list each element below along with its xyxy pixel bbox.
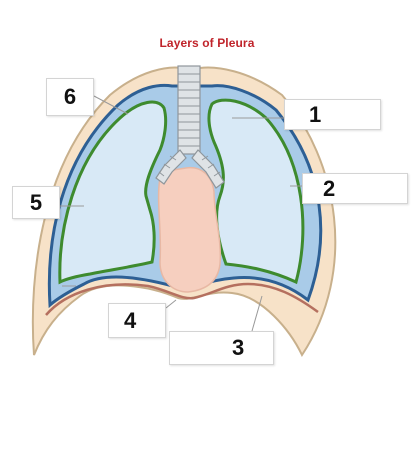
label-box-4[interactable]: 4 [108, 303, 166, 338]
left-bronchus [155, 149, 187, 185]
diaphragm [45, 282, 319, 316]
label-box-5[interactable]: 5 [12, 186, 60, 219]
trachea [177, 65, 201, 155]
label-text-2: 2 [323, 175, 336, 201]
right-bronchus [191, 149, 225, 189]
label-box-2[interactable]: 2 [302, 173, 408, 204]
leader-line-4 [165, 299, 177, 309]
label-box-6[interactable]: 6 [46, 78, 94, 116]
label-text-1: 1 [309, 101, 322, 127]
label-text-3: 3 [232, 335, 245, 360]
mediastinum [157, 166, 222, 293]
label-box-1[interactable]: 1 [284, 99, 381, 130]
diagram-title: Layers of Pleura [159, 36, 255, 50]
left-lung [58, 100, 168, 285]
label-text-5: 5 [29, 189, 43, 215]
leader-line-3 [251, 295, 263, 332]
label-box-3[interactable]: 3 [169, 331, 274, 365]
right-lung [207, 98, 305, 285]
label-text-4: 4 [124, 307, 137, 333]
label-text-6: 6 [63, 84, 77, 109]
leader-line-6 [93, 95, 129, 115]
